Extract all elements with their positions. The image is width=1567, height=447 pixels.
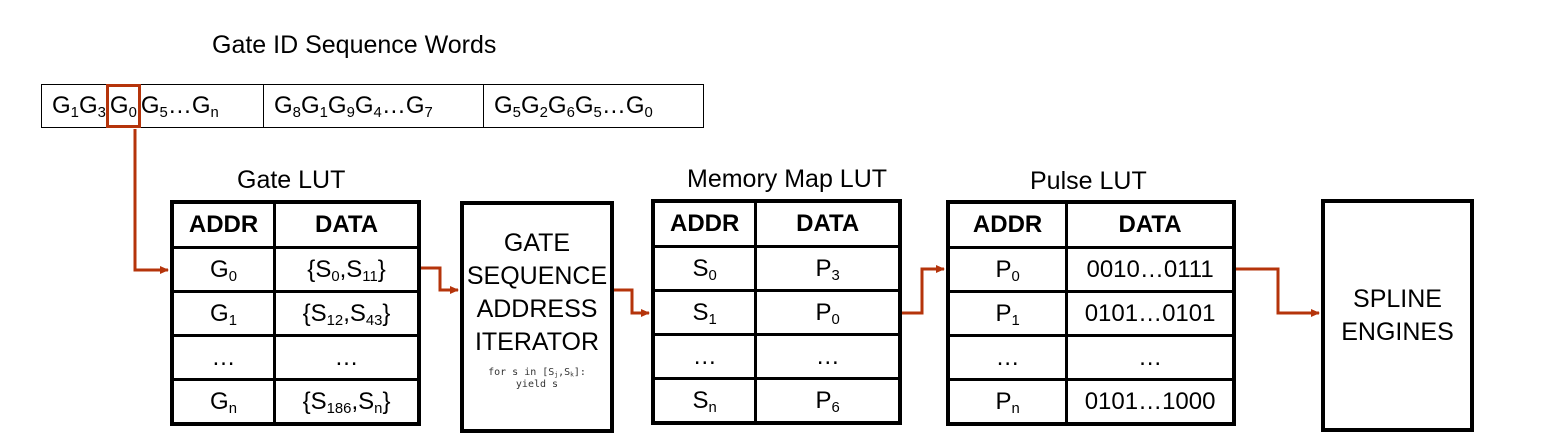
table-row: …… (946, 334, 1236, 381)
gate-token: … (167, 92, 192, 119)
gate-token: G1 (52, 92, 79, 122)
gsai-code-line: for s in [Sj,Sk]: (488, 367, 586, 379)
gate-lut-title: Gate LUT (237, 166, 346, 194)
gate-token: G0 (625, 92, 653, 122)
arrow-sequence-to-gate-lut (133, 129, 169, 274)
pulse-lut-data: 0101…0101 (1065, 290, 1236, 337)
pulse-lut-addr: P1 (946, 290, 1069, 337)
gate-token: G5 (494, 92, 521, 122)
gate-lut-data: {S12,S43} (273, 290, 421, 337)
pulse-lut-data: 0010…0111 (1065, 246, 1236, 293)
gate-lut-addr: G1 (170, 290, 277, 337)
arrow-gate-lut-to-gsai (421, 266, 459, 294)
pulse-lut-data: … (1065, 334, 1236, 381)
gate-lut-data: … (273, 334, 421, 381)
memory-map-lut-addr: S0 (651, 245, 758, 292)
gate-lut-data: {S186,Sn} (273, 378, 421, 426)
arrow-pulse-lut-to-spline (1236, 267, 1320, 317)
gate-token: G2 (520, 92, 548, 122)
gate-token: G4 (354, 92, 382, 122)
memory-map-lut-addr: … (651, 333, 758, 380)
gate-lut-data: {S0,S11} (273, 246, 421, 293)
memory-map-lut-data: P6 (754, 377, 902, 425)
gsai-label: GATE SEQUENCE ADDRESS ITERATOR (467, 227, 607, 359)
gate-token: G7 (405, 92, 433, 122)
gate-lut-header-data: DATA (273, 200, 421, 249)
pulse-lut-title: Pulse LUT (1030, 167, 1147, 195)
arrow-gsai-to-memory-map (614, 288, 650, 317)
memory-map-lut-data: P3 (754, 245, 902, 292)
gate-token: … (381, 92, 406, 119)
gate-lut-table: ADDR DATA G0{S0,S11} G1{S12,S43} …… Gn{S… (170, 200, 421, 426)
sequence-word-1: G8 G1 G9 G4 … G7 (263, 85, 483, 127)
gate-lut-addr: G0 (170, 246, 277, 293)
spline-line: SPLINE (1353, 285, 1442, 313)
gate-token: G1 (300, 92, 328, 122)
gate-token: G8 (274, 92, 301, 122)
gate-lut-header-addr: ADDR (170, 200, 277, 249)
spline-engines-box: SPLINE ENGINES (1321, 199, 1474, 432)
table-row: …… (651, 333, 902, 380)
memory-map-lut-data: … (754, 333, 902, 380)
gsai-code-line: yield s (515, 379, 559, 390)
arrow-memory-map-to-pulse-lut (902, 265, 945, 315)
highlighted-gate-token: G0 (105, 84, 141, 128)
table-row: Gn{S186,Sn} (170, 378, 421, 426)
memory-map-lut-header-addr: ADDR (651, 199, 758, 248)
pulse-lut-addr: … (946, 334, 1069, 381)
gate-token: Gn (191, 92, 219, 122)
pulse-lut-header-data: DATA (1065, 200, 1236, 249)
memory-map-lut-header-data: DATA (754, 199, 902, 248)
table-row: G0{S0,S11} (170, 246, 421, 293)
gate-lut-addr: Gn (170, 378, 277, 426)
gsai-line: SEQUENCE (466, 262, 608, 290)
spline-engines-label: SPLINE ENGINES (1341, 283, 1454, 349)
memory-map-lut-addr: S1 (651, 289, 758, 336)
gate-token: G3 (78, 92, 106, 122)
memory-map-lut-title: Memory Map LUT (687, 165, 888, 193)
spline-line: ENGINES (1341, 318, 1454, 346)
table-row: …… (170, 334, 421, 381)
gate-token: G5 (574, 92, 602, 122)
gsai-code: for s in [Sj,Sk]: yield s (488, 367, 586, 391)
pulse-lut-addr: Pn (946, 378, 1069, 426)
gsai-line: ITERATOR (474, 328, 600, 356)
gsai-line: GATE (503, 229, 571, 257)
memory-map-lut-data: P0 (754, 289, 902, 336)
memory-map-lut-addr: Sn (651, 377, 758, 425)
gsai-line: ADDRESS (476, 295, 598, 323)
table-row: G1{S12,S43} (170, 290, 421, 337)
gate-token: … (601, 92, 626, 119)
gate-token: G5 (140, 92, 168, 122)
gate-token: G9 (327, 92, 355, 122)
sequence-word-0: G1 G3 G0 G5 … Gn (42, 84, 263, 128)
pulse-lut-addr: P0 (946, 246, 1069, 293)
gate-sequence-address-iterator-box: GATE SEQUENCE ADDRESS ITERATOR for s in … (460, 201, 614, 433)
pulse-lut-data: 0101…1000 (1065, 378, 1236, 426)
sequence-words-bar: G1 G3 G0 G5 … Gn G8 G1 G9 G4 … G7 G5 G2 … (41, 84, 704, 128)
sequence-title: Gate ID Sequence Words (212, 31, 497, 59)
gate-lut-addr: … (170, 334, 277, 381)
gate-token: G6 (547, 92, 575, 122)
sequence-word-2: G5 G2 G6 G5 … G0 (483, 85, 703, 127)
pulse-lut-header-addr: ADDR (946, 200, 1069, 249)
